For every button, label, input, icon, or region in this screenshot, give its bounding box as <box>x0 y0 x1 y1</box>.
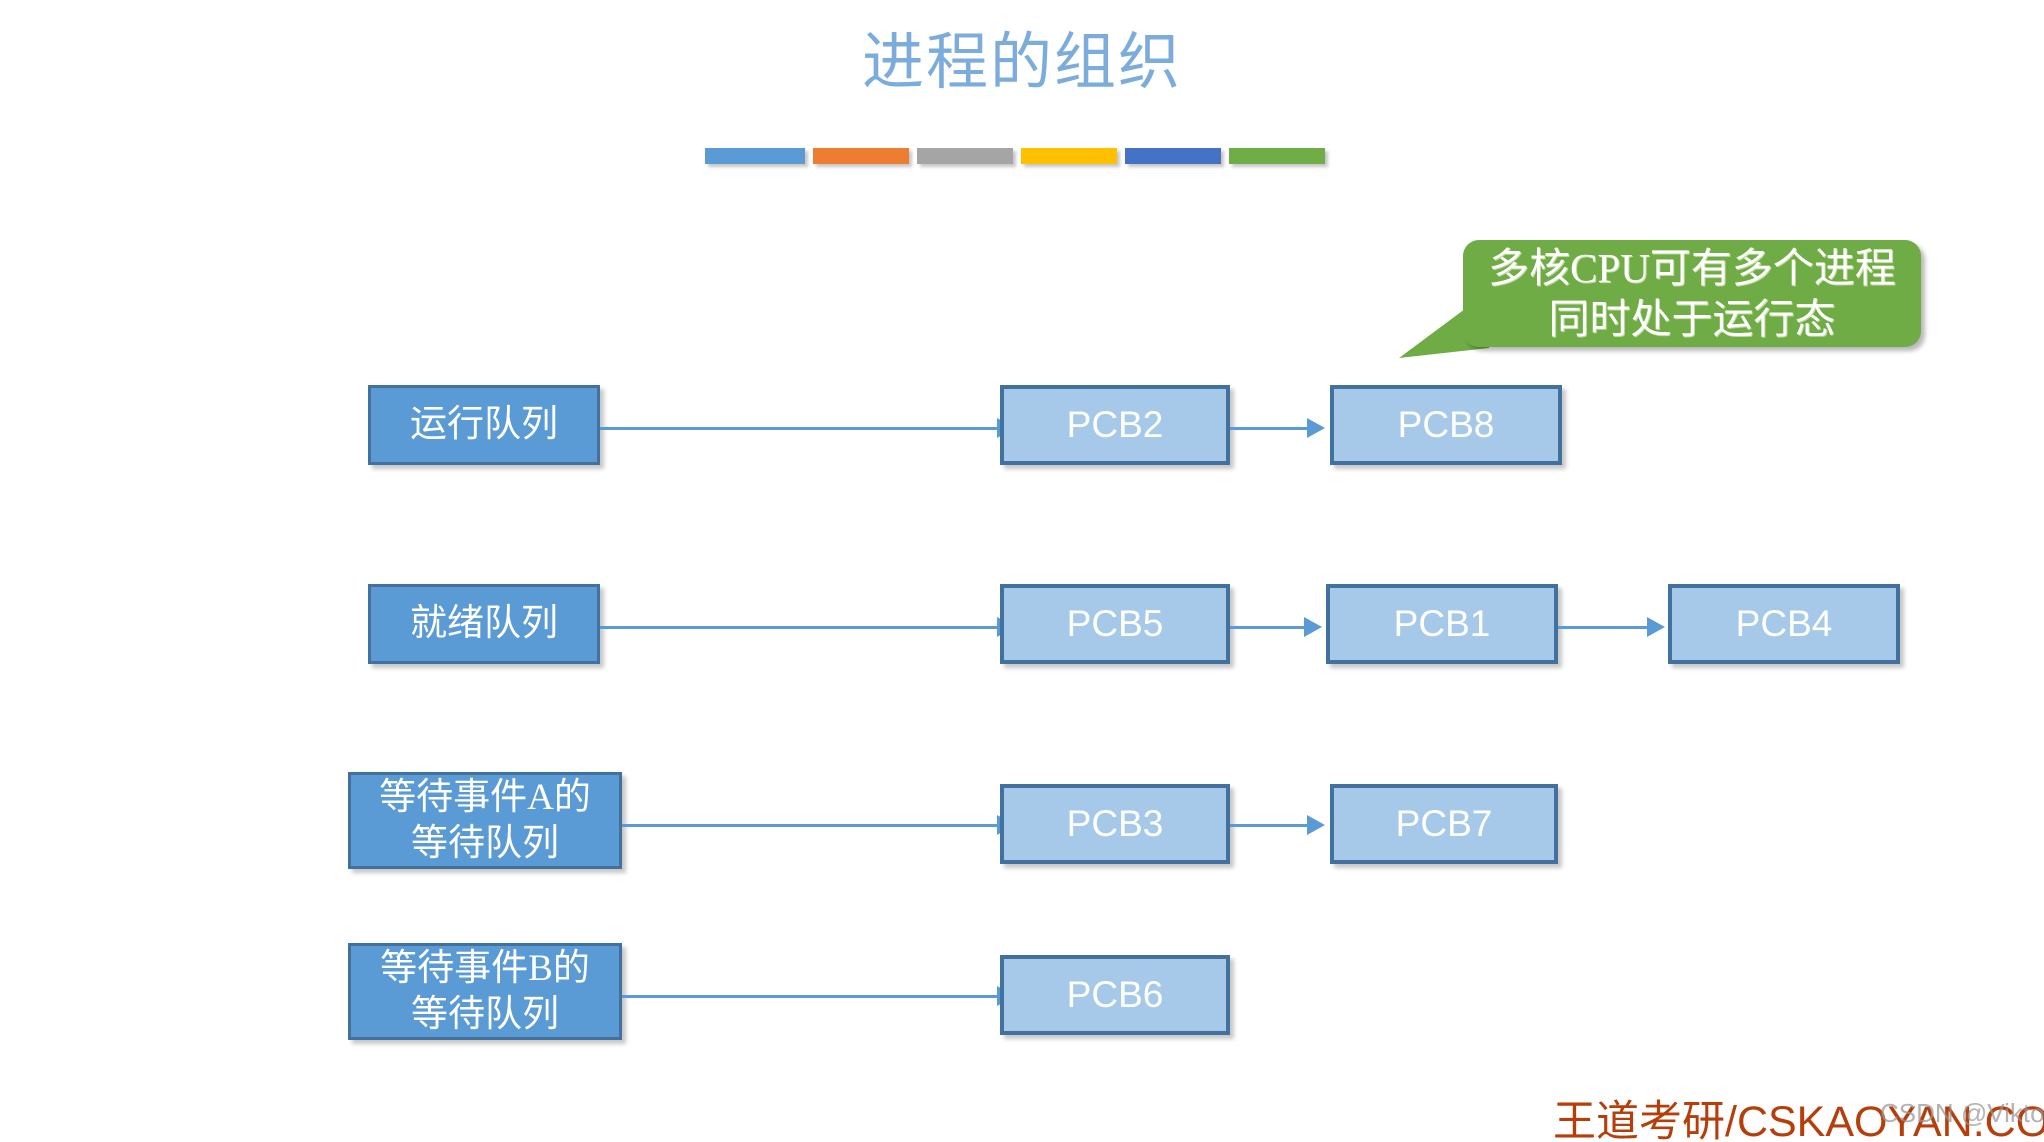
callout-line-1: 多核CPU可有多个进程 <box>1488 245 1896 292</box>
accent-bar-gray <box>917 148 1013 164</box>
queue-box-wait-queue-a[interactable]: 等待事件A的 等待队列 <box>348 772 622 869</box>
callout-bubble: 多核CPU可有多个进程 同时处于运行态 <box>1463 240 1921 347</box>
connector-wait-b-to-pcb6 <box>622 995 998 998</box>
accent-bar-indigo <box>1125 148 1221 164</box>
queue-label: 等待事件B的 等待队列 <box>380 948 590 1035</box>
pcb-box-pcb5[interactable]: PCB5 <box>1000 584 1230 664</box>
pcb-label: PCB7 <box>1395 803 1493 844</box>
pcb-label: PCB1 <box>1393 603 1491 644</box>
pcb-box-pcb6[interactable]: PCB6 <box>1000 955 1230 1035</box>
brand-watermark: 王道考研/CSKAOYAN.COM <box>1553 1098 2044 1142</box>
pcb-label: PCB4 <box>1735 603 1833 644</box>
connector-pcb2-to-pcb8 <box>1230 427 1308 430</box>
connector-pcb1-to-pcb4 <box>1558 626 1648 629</box>
connector-pcb5-to-pcb1 <box>1230 626 1305 629</box>
accent-bar-green <box>1229 148 1325 164</box>
page-title: 进程的组织 <box>861 29 1182 97</box>
queue-box-ready-queue[interactable]: 就绪队列 <box>368 584 600 664</box>
accent-bar-blue <box>705 148 805 164</box>
connector-pcb3-to-pcb7 <box>1230 824 1308 827</box>
connector-wait-a-to-pcb3 <box>622 824 998 827</box>
pcb-box-pcb2[interactable]: PCB2 <box>1000 385 1230 465</box>
pcb-box-pcb4[interactable]: PCB4 <box>1668 584 1900 664</box>
pcb-label: PCB5 <box>1066 603 1164 644</box>
pcb-box-pcb7[interactable]: PCB7 <box>1330 784 1558 864</box>
connector-ready-to-pcb5 <box>600 626 998 629</box>
pcb-box-pcb8[interactable]: PCB8 <box>1330 385 1562 465</box>
arrowhead-pcb5-to-pcb1 <box>1304 617 1322 637</box>
queue-label: 运行队列 <box>410 404 558 446</box>
arrowhead-pcb2-to-pcb8 <box>1307 418 1325 438</box>
pcb-label: PCB8 <box>1397 404 1495 445</box>
accent-bar-orange <box>813 148 909 164</box>
pcb-label: PCB3 <box>1066 803 1164 844</box>
accent-bar-strip <box>705 148 1325 164</box>
arrowhead-pcb3-to-pcb7 <box>1307 815 1325 835</box>
pcb-box-pcb1[interactable]: PCB1 <box>1326 584 1558 664</box>
queue-box-wait-queue-b[interactable]: 等待事件B的 等待队列 <box>348 943 622 1040</box>
callout-line-2: 同时处于运行态 <box>1548 295 1836 342</box>
connector-running-to-pcb2 <box>600 427 998 430</box>
queue-label: 等待事件A的 等待队列 <box>379 777 591 864</box>
pcb-label: PCB6 <box>1066 974 1164 1015</box>
queue-label: 就绪队列 <box>410 603 558 645</box>
accent-bar-yellow <box>1021 148 1117 164</box>
arrowhead-pcb1-to-pcb4 <box>1647 617 1665 637</box>
pcb-box-pcb3[interactable]: PCB3 <box>1000 784 1230 864</box>
queue-box-running-queue[interactable]: 运行队列 <box>368 385 600 465</box>
csdn-watermark: CSDN @Viktoriae <box>1880 1098 2044 1128</box>
pcb-label: PCB2 <box>1066 404 1164 445</box>
